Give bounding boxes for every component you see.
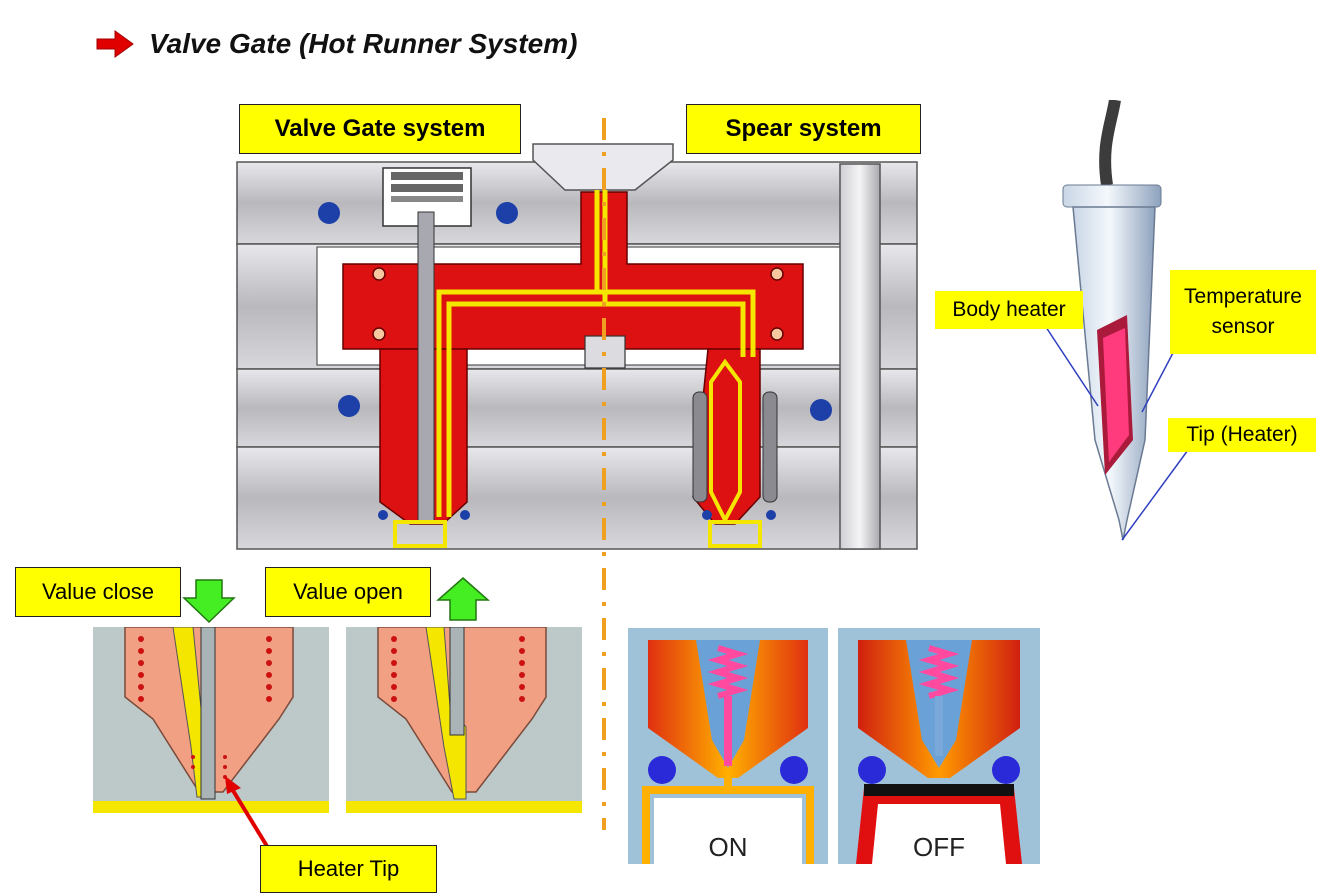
- value-open-label: Value open: [265, 567, 431, 617]
- title-text: Valve Gate (Hot Runner System): [149, 28, 578, 59]
- tip-heater-off-panel: OFF: [838, 628, 1040, 864]
- valve-closed-nozzle: [93, 627, 329, 813]
- divider-line: [602, 118, 606, 830]
- off-label: OFF: [913, 832, 965, 862]
- heater-tip-label: Heater Tip: [260, 845, 437, 893]
- temperature-sensor-line2: sensor: [1211, 315, 1275, 338]
- tip-heater-on-panel: ON: [628, 628, 828, 864]
- tip-heater-label: Tip (Heater): [1168, 418, 1316, 452]
- mold-cross-section-diagram: [215, 92, 940, 557]
- body-heater-label: Body heater: [935, 291, 1083, 329]
- valve-gate-system-label: Valve Gate system: [239, 104, 521, 154]
- temperature-sensor-label: Temperature sensor: [1170, 270, 1316, 354]
- value-close-label: Value close: [15, 567, 181, 617]
- heater-tip-pointer: [225, 776, 275, 858]
- spear-system-label: Spear system: [686, 104, 921, 154]
- right-arrow-icon: [96, 30, 134, 58]
- down-arrow-icon: [182, 579, 236, 624]
- slide-title: Valve Gate (Hot Runner System): [95, 28, 577, 60]
- up-arrow-icon: [436, 577, 490, 621]
- valve-open-nozzle: [346, 627, 582, 813]
- core-plate: [236, 446, 918, 550]
- probe-heater-illustration: [1062, 100, 1162, 541]
- temperature-sensor-line1: Temperature: [1184, 284, 1302, 308]
- on-label: ON: [709, 832, 748, 862]
